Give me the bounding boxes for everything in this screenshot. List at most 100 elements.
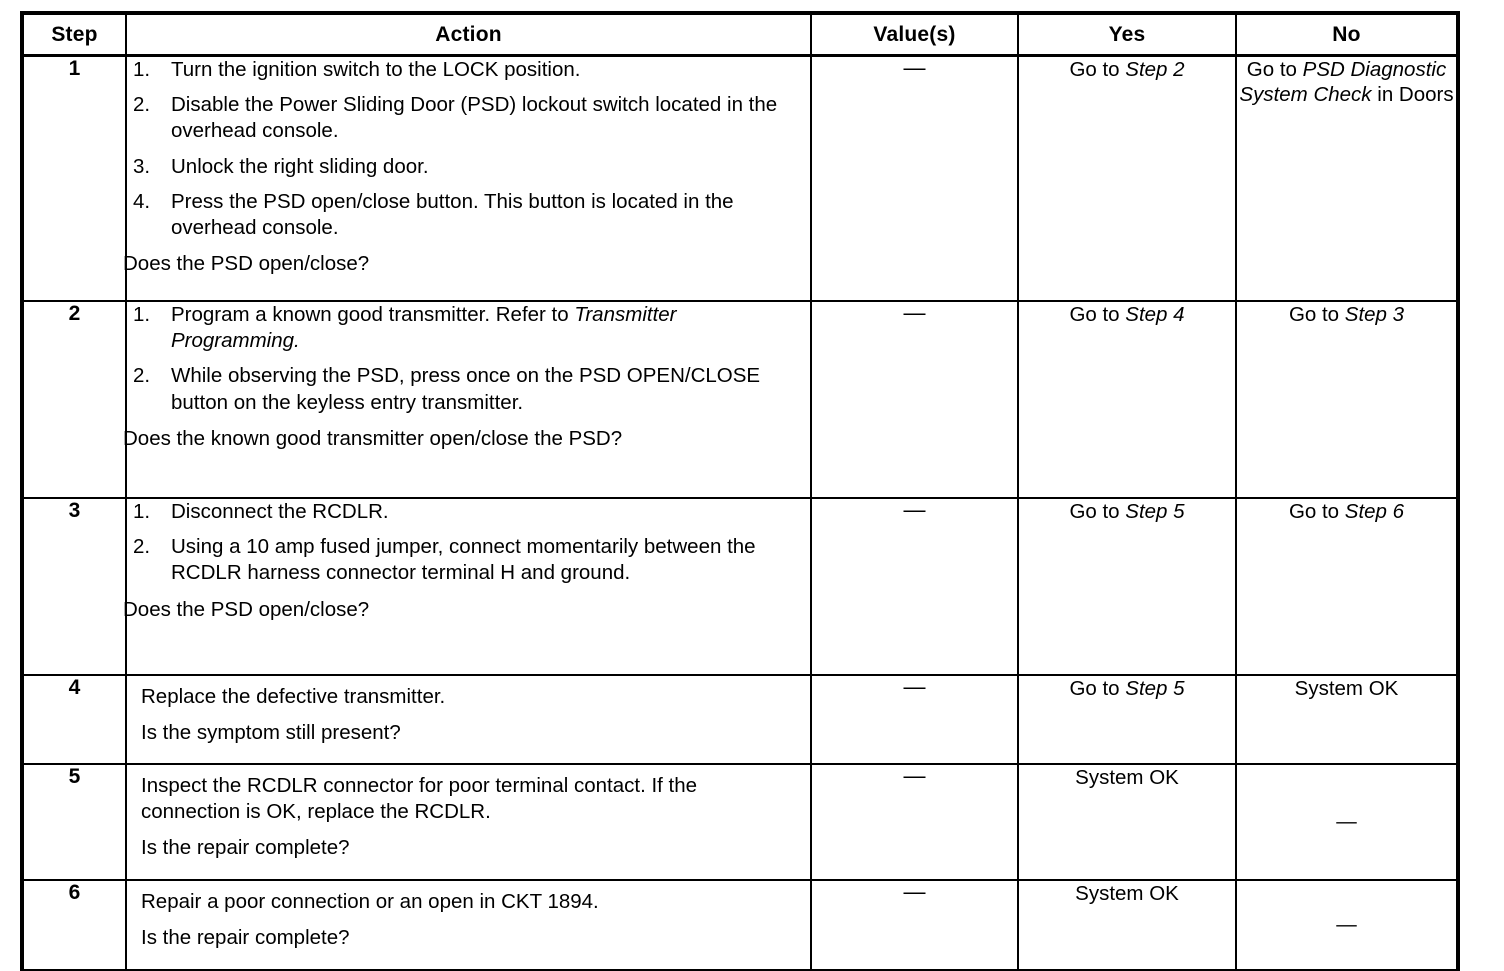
value-dash: — — [903, 55, 926, 80]
column-header-no: No — [1235, 13, 1458, 57]
action-cell: 1. Turn the ignition switch to the LOCK p… — [123, 54, 812, 302]
substep-number: 1. — [133, 58, 151, 81]
table-row: 2 1. Program a known good transmitter. Re… — [22, 300, 1458, 499]
value-dash: — — [903, 300, 926, 325]
action-text: Inspect the RCDLR connector for poor ter… — [141, 774, 698, 824]
no-cell: System OK — [1235, 674, 1458, 765]
substep-text: Press the PSD open/close button. This bu… — [171, 189, 734, 240]
substep-text: Using a 10 amp fused jumper, connect mom… — [171, 535, 756, 585]
yes-prefix: Go to — [1069, 500, 1126, 523]
value-dash: — — [903, 879, 926, 904]
no-prefix: — — [1336, 810, 1357, 834]
step-number: 3 — [22, 497, 127, 676]
step-number: 2 — [22, 300, 127, 499]
table-row: 1 1. Turn the ignition switch to the LOCK… — [22, 54, 1458, 302]
table-header-row: Step Action Value(s) Yes No — [22, 13, 1458, 57]
diagnostic-procedure-table: Step Action Value(s) Yes No 1 1. Turn the… — [20, 11, 1460, 971]
yes-prefix: Go to — [1069, 58, 1126, 81]
step-number: 4 — [22, 674, 127, 765]
action-question: Does the PSD open/close? — [123, 597, 370, 621]
yes-cell: Go to Step 5 — [1017, 497, 1237, 676]
no-reference: PSD Diagnostic System Check — [1239, 58, 1447, 107]
action-cell: 1. Disconnect the RCDLR. 2. Using a 10 amp… — [123, 497, 812, 676]
table-row: 6 Repair a poor connection or an open in… — [22, 879, 1458, 971]
substep-text: Disconnect the RCDLR. — [171, 500, 389, 523]
value-cell: — — [810, 300, 1019, 499]
value-cell: — — [810, 879, 1019, 971]
table-row: 4 Replace the defective transmitter. Is … — [22, 674, 1458, 765]
substep-number: 1. — [133, 303, 151, 326]
action-question: Does the PSD open/close? — [123, 252, 370, 276]
no-cell: — — [1235, 879, 1458, 971]
no-prefix: Go to — [1288, 500, 1345, 523]
action-question: Is the repair complete? — [141, 836, 350, 860]
value-dash: — — [903, 497, 926, 522]
yes-prefix: System OK — [1075, 882, 1179, 905]
substep-list: 1. Disconnect the RCDLR. 2. Using a 10 amp… — [127, 499, 810, 587]
document-page: Step Action Value(s) Yes No 1 1. Turn the… — [20, 11, 1460, 971]
no-suffix: in Doors — [1371, 83, 1454, 107]
substep-list: 1. Turn the ignition switch to the LOCK p… — [127, 57, 810, 241]
no-cell: — — [1235, 763, 1458, 881]
list-item: 1. Disconnect the RCDLR. — [127, 499, 810, 525]
column-header-values: Value(s) — [810, 13, 1019, 57]
column-header-yes: Yes — [1017, 13, 1237, 57]
substep-text: While observing the PSD, press once on t… — [171, 364, 761, 414]
yes-prefix: Go to — [1069, 303, 1126, 326]
no-prefix: Go to — [1288, 303, 1345, 326]
yes-reference: Step 4 — [1125, 303, 1185, 326]
no-prefix: System OK — [1294, 677, 1399, 700]
yes-prefix: Go to — [1069, 677, 1126, 700]
yes-reference: Step 5 — [1125, 500, 1185, 523]
step-number: 5 — [22, 763, 127, 881]
action-question: Is the symptom still present? — [141, 721, 401, 745]
yes-cell: Go to Step 4 — [1017, 300, 1237, 499]
list-item: 1. Program a known good transmitter. Refe… — [127, 302, 810, 354]
substep-number: 2. — [133, 364, 151, 388]
action-cell: 1. Program a known good transmitter. Refe… — [123, 300, 812, 499]
list-item: 4. Press the PSD open/close button. This … — [127, 189, 810, 241]
substep-number: 2. — [133, 93, 151, 117]
no-prefix: — — [1336, 913, 1357, 937]
substep-list: 1. Program a known good transmitter. Refe… — [127, 302, 810, 416]
table-row: 5 Inspect the RCDLR connector for poor t… — [22, 763, 1458, 881]
substep-text: Unlock the right sliding door. — [171, 154, 429, 178]
value-cell: — — [810, 674, 1019, 765]
no-reference: Step 6 — [1344, 500, 1405, 523]
list-item: 1. Turn the ignition switch to the LOCK p… — [127, 57, 810, 83]
action-cell: Repair a poor connection or an open in C… — [125, 879, 812, 971]
column-header-action: Action — [125, 13, 812, 57]
value-dash: — — [903, 763, 926, 788]
yes-reference: Step 2 — [1125, 58, 1185, 81]
value-dash: — — [903, 674, 926, 699]
no-cell: Go to Step 6 — [1235, 497, 1458, 676]
step-number: 1 — [22, 54, 127, 302]
substep-text: Program a known good transmitter. Refer … — [171, 303, 575, 326]
yes-cell: System OK — [1017, 879, 1237, 971]
value-cell: — — [810, 54, 1019, 302]
column-header-step: Step — [22, 13, 127, 57]
no-cell: Go to PSD Diagnostic System Check in Doo… — [1235, 54, 1458, 302]
list-item: 2. Disable the Power Sliding Door (PSD) l… — [127, 92, 810, 144]
yes-cell: System OK — [1017, 763, 1237, 881]
action-question: Does the known good transmitter open/clo… — [123, 426, 623, 450]
action-cell: Replace the defective transmitter. Is th… — [125, 674, 812, 765]
list-item: 3.Unlock the right sliding door. — [127, 154, 810, 180]
no-reference: Step 3 — [1344, 303, 1405, 326]
no-prefix: Go to — [1246, 58, 1303, 81]
substep-text: Turn the ignition switch to the LOCK pos… — [171, 58, 581, 81]
substep-number: 4. — [133, 189, 151, 213]
action-question: Is the repair complete? — [141, 926, 350, 950]
yes-prefix: System OK — [1075, 766, 1179, 789]
yes-cell: Go to Step 5 — [1017, 674, 1237, 765]
action-text: Repair a poor connection or an open in C… — [141, 890, 599, 913]
yes-cell: Go to Step 2 — [1017, 54, 1237, 302]
substep-text: Disable the Power Sliding Door (PSD) loc… — [171, 93, 778, 143]
step-number: 6 — [22, 879, 127, 971]
substep-number: 1. — [133, 500, 151, 523]
substep-reference: Transmitter Programming. — [171, 303, 677, 353]
no-cell: Go to Step 3 — [1235, 300, 1458, 499]
substep-number: 2. — [133, 535, 151, 559]
yes-reference: Step 5 — [1125, 677, 1185, 700]
action-cell: Inspect the RCDLR connector for poor ter… — [125, 763, 812, 881]
